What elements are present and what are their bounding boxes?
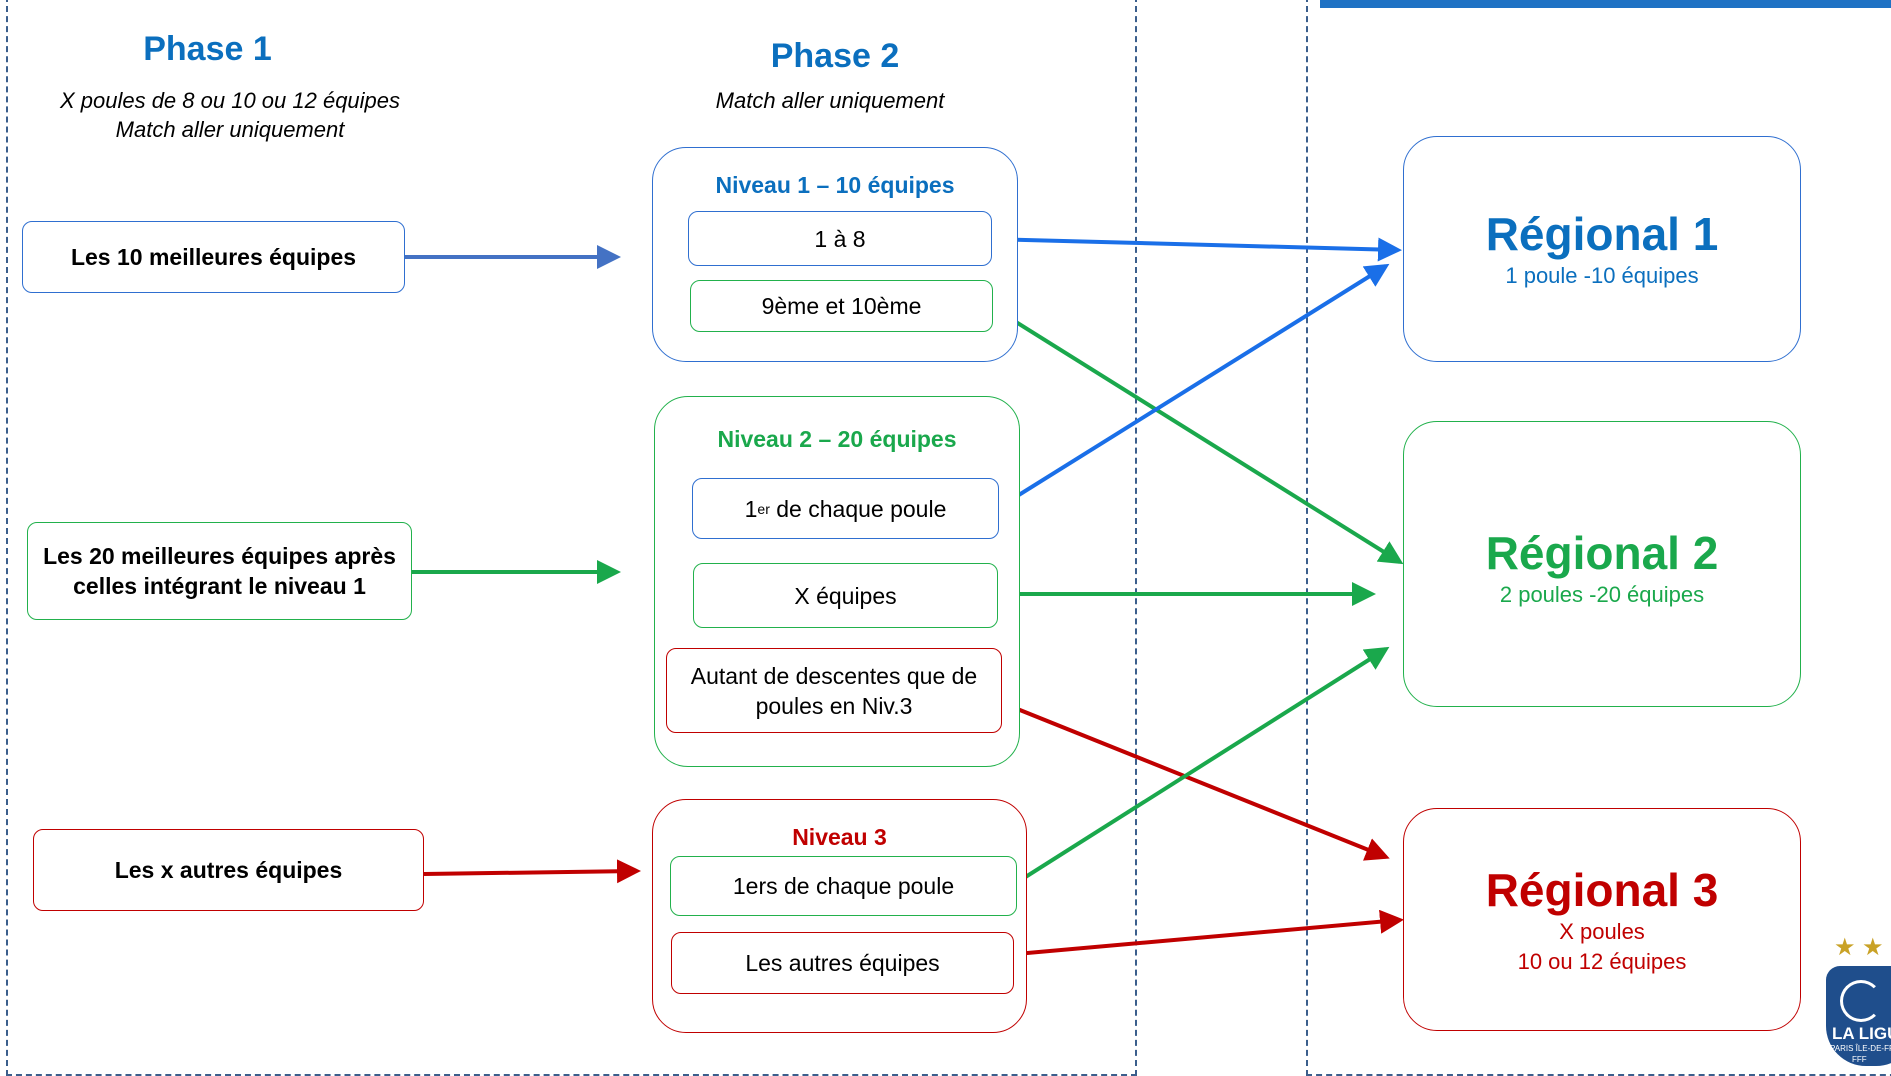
regional1-sub: 1 poule -10 équipes <box>1505 263 1699 288</box>
regional3-sub1: X poules <box>1559 919 1645 944</box>
niveau1-title: Niveau 1 – 10 équipes <box>715 172 955 198</box>
niveau3-item-autres: Les autres équipes <box>671 932 1014 994</box>
arrow-1a8-to-r1 <box>989 237 1402 262</box>
arrow-1er-to-r1 <box>996 263 1390 510</box>
regional3-box: Régional 3 X poules 10 ou 12 équipes <box>1403 808 1801 1031</box>
regional2-title: Régional 2 <box>1485 527 1719 579</box>
arrow-9e10e-to-r2 <box>990 305 1404 565</box>
logo-fff: FFF <box>1852 1055 1867 1064</box>
niveau2-item-1er-pre: 1 <box>744 495 758 522</box>
logo-text: LA LIGUE <box>1832 1024 1891 1043</box>
top-banner-strip <box>1320 0 1891 8</box>
phase1-title: Phase 1 <box>143 30 272 68</box>
regional3-title: Régional 3 <box>1485 864 1719 916</box>
regional2-sub: 2 poules -20 équipes <box>1499 582 1705 607</box>
niveau1-item-9e10e: 9ème et 10ème <box>690 280 993 332</box>
phase1-subtitle-line2: Match aller uniquement <box>115 117 345 142</box>
regional3-sub2: 10 ou 12 équipes <box>1517 949 1687 974</box>
phase1-subtitle-line1: X poules de 8 ou 10 ou 12 équipes <box>59 88 401 113</box>
regional2-box: Régional 2 2 poules -20 équipes <box>1403 421 1801 707</box>
phase1-box-top20: Les 20 meilleures équipes après celles i… <box>27 522 412 620</box>
star-icon: ★ <box>1834 936 1856 961</box>
niveau2-item-1er-post: de chaque poule <box>769 495 947 522</box>
ligue-logo: ★ ★ LA LIGUE PARIS ÎLE-DE-FRANCE FFF <box>1826 936 1891 1068</box>
niveau1-item-1a8: 1 à 8 <box>688 211 992 266</box>
logo-subtext: PARIS ÎLE-DE-FRANCE <box>1830 1044 1891 1053</box>
niveau3-title: Niveau 3 <box>792 824 887 850</box>
niveau3-group <box>652 799 1027 1033</box>
phase2-title: Phase 2 <box>770 37 900 75</box>
rooster-icon <box>1840 980 1882 1022</box>
niveau2-item-descentes: Autant de descentes que de poules en Niv… <box>666 648 1002 733</box>
phase2-subtitle: Match aller uniquement <box>715 88 945 113</box>
arrow-autres-to-r3 <box>1015 909 1404 956</box>
phase1-subtitle: X poules de 8 ou 10 ou 12 équipes Match … <box>20 86 440 144</box>
phase1-box-others: Les x autres équipes <box>33 829 424 911</box>
phase1-box-top10: Les 10 meilleures équipes <box>22 221 405 293</box>
niveau2-item-xequipes: X équipes <box>693 563 998 628</box>
niveau3-item-1ers: 1ers de chaque poule <box>670 856 1017 916</box>
niveau2-item-1er-sup: er <box>757 500 770 517</box>
arrow-1ers-to-r2 <box>1014 646 1390 885</box>
star-icon: ★ <box>1862 936 1884 961</box>
regional1-box: Régional 1 1 poule -10 équipes <box>1403 136 1801 362</box>
niveau2-title: Niveau 2 – 20 équipes <box>717 426 957 452</box>
regional1-title: Régional 1 <box>1485 208 1719 260</box>
arrow-descentes-to-r3 <box>999 700 1390 861</box>
arrow-others-to-niveau3 <box>423 859 641 884</box>
